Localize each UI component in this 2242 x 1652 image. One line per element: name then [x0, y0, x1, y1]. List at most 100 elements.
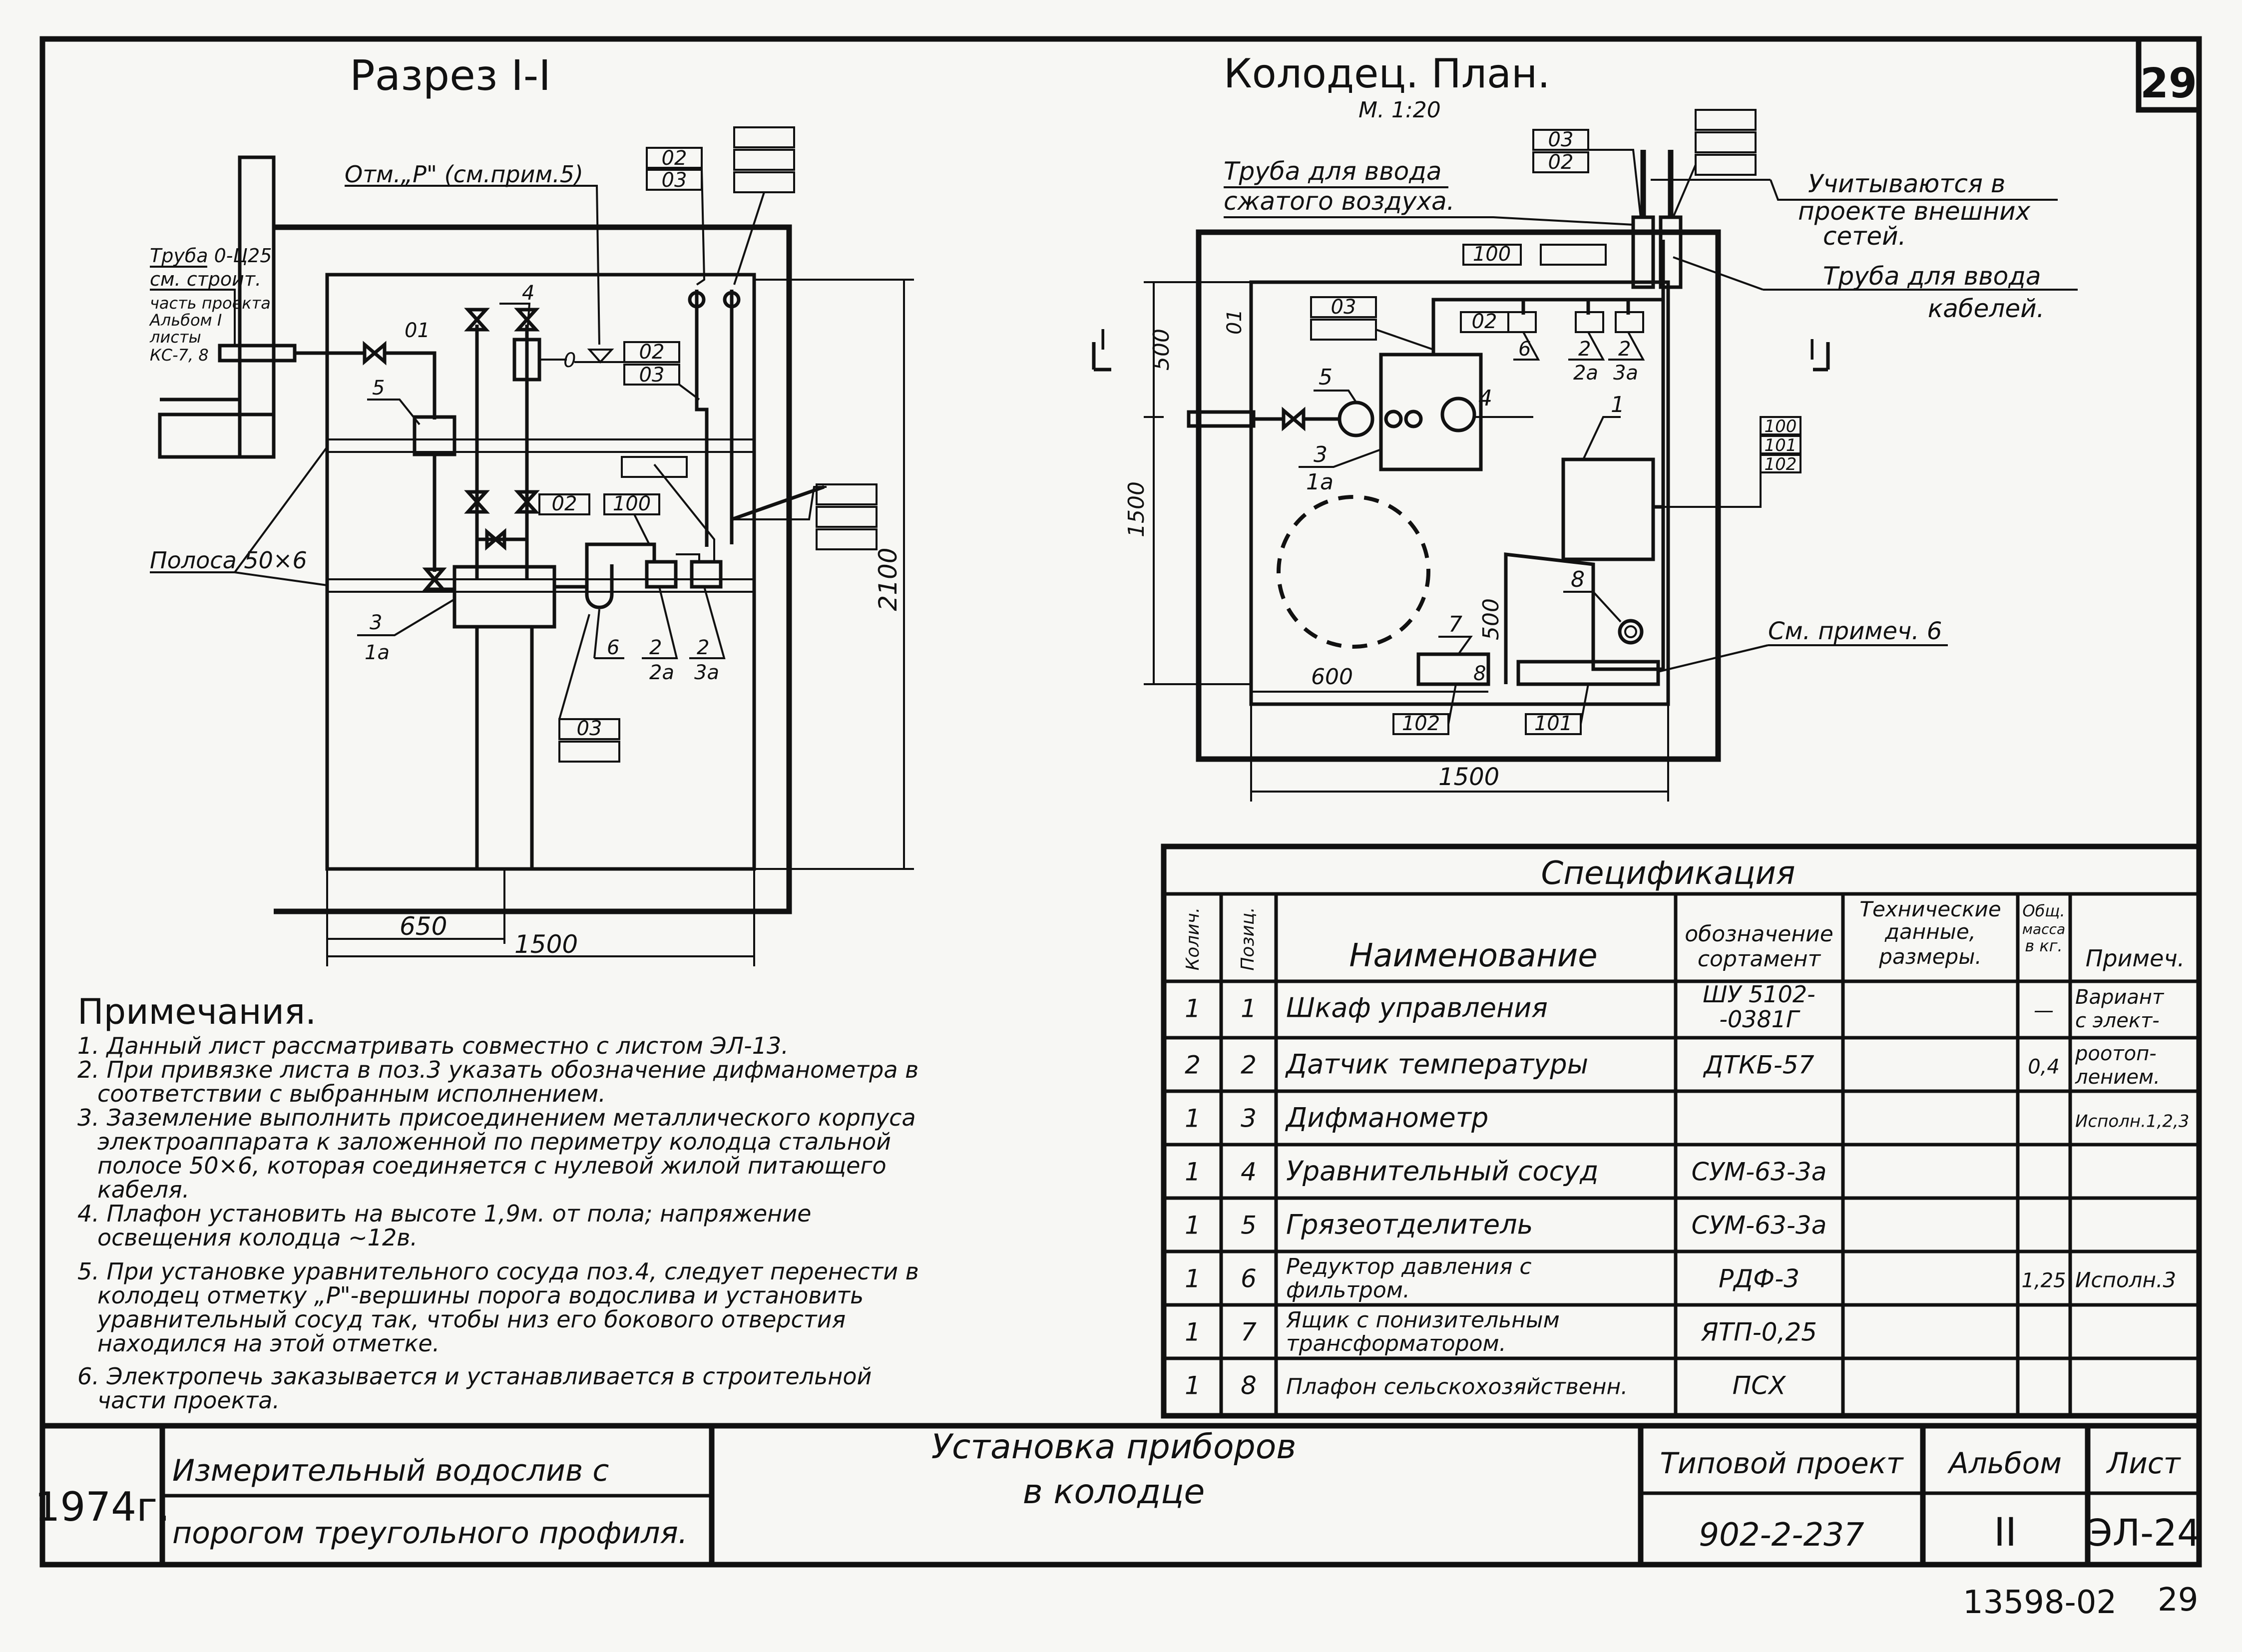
spec-remark: роотоп- [2075, 1042, 2157, 1065]
header-name: Наименование [1349, 937, 1597, 974]
spec-mass: 0,4 [2028, 1056, 2060, 1079]
cable-pipe-note-1: Труба для ввода [1823, 262, 2041, 291]
plan-dim-500-a: 500 [1149, 329, 1174, 371]
well-inner-outline [1249, 280, 1670, 706]
spec-remark: с элект- [2075, 1009, 2160, 1032]
pos-4: 4 [522, 282, 534, 305]
header-mass-1: Общ. [2022, 901, 2065, 920]
spec-name: Ящик с понизительным [1286, 1307, 1560, 1333]
spec-remark: Исполн.3 [2075, 1268, 2176, 1292]
plan-pos-7: 7 [1448, 612, 1462, 637]
mounting-rail-upper [327, 438, 754, 453]
pos-o1: 01 [405, 319, 430, 342]
spec-pos: 2 [1241, 1051, 1257, 1080]
spec-qty: 1 [1185, 1158, 1201, 1187]
year: 1974г. [34, 1484, 170, 1530]
header-mass-2: масса [2022, 921, 2065, 937]
plan-box-02-left [1460, 311, 1509, 333]
plan-sensor-2a [1575, 311, 1604, 333]
note-line-5: электроаппарата к заложенной по периметр… [97, 1128, 891, 1155]
pos-2a: 2а [649, 661, 674, 684]
spec-remark: лением. [2075, 1066, 2160, 1089]
plan-pos-2: 2 [1578, 338, 1591, 361]
spec-name: Плафон сельскохозяйственн. [1286, 1374, 1628, 1400]
well-outer-wall [274, 224, 792, 914]
note-line-4: 3. Заземление выполнить присоединением м… [77, 1104, 916, 1131]
plan-pos-4: 4 [1478, 386, 1492, 411]
note-line-12: уравнительный сосуд так, чтобы низ его б… [96, 1306, 846, 1333]
note-line-1: 1. Данный лист рассматривать совместно с… [77, 1032, 789, 1059]
plan-label-03: 03 [1548, 128, 1574, 151]
label-03-low: 03 [577, 717, 602, 740]
spec-qty: 1 [1185, 1318, 1201, 1347]
plan-dim-1500-v: 1500 [1124, 481, 1149, 537]
plan-sensor-3a [1615, 311, 1644, 333]
pipe-note-5: листы [149, 328, 201, 347]
spec-designation: СУМ-63-3а [1692, 1158, 1827, 1187]
mud-separator-5 [413, 415, 456, 456]
plan-dim-600: 600 [1311, 664, 1353, 690]
spec-designation: РДФ-3 [1719, 1264, 1799, 1293]
section-mark-right: I [1808, 334, 1816, 367]
pos-2-top: 2 [649, 636, 662, 659]
spec-name: Грязеотделитель [1286, 1209, 1533, 1240]
electric-heater [1516, 660, 1660, 686]
plan-pos-3: 3 [1314, 442, 1328, 467]
temperature-sensor-2a [645, 560, 678, 589]
spec-name: трансформатором. [1286, 1331, 1506, 1356]
section-title: Разрез I-I [350, 51, 551, 100]
spec-qty: 1 [1185, 1264, 1201, 1293]
spec-qty: 1 [1185, 994, 1201, 1023]
sheet-code: ЭЛ-24 [2087, 1512, 2201, 1555]
note-line-10: 5. При установке уравнительного сосуда п… [77, 1258, 919, 1285]
blank-box-right-1 [816, 483, 878, 505]
plan-pos-8-box: 8 [1473, 662, 1486, 685]
album-number: II [1994, 1510, 2017, 1555]
well-inner-wall [325, 273, 756, 871]
spec-qty: 2 [1185, 1051, 1201, 1080]
dim-2100: 2100 [874, 547, 902, 611]
inlet-valve-icon [363, 341, 387, 366]
note-line-6: полосе 50×6, которая соединяется с нулев… [97, 1152, 887, 1179]
spec-name: Дифманометр [1285, 1102, 1488, 1134]
blank-box-mid [621, 456, 688, 478]
header-tech-3: размеры. [1878, 944, 1981, 969]
spec-pos: 5 [1241, 1211, 1257, 1240]
control-cabinet-1 [1561, 457, 1655, 561]
title-block: 1974г. Измерительный водослив с порогом … [34, 1423, 2201, 1568]
air-pipe-note-2: сжатого воздуха. [1224, 187, 1455, 216]
plan-blank-left [1310, 319, 1377, 341]
plan-reducer-6 [1507, 311, 1537, 333]
drawing-title-2: в колодце [1023, 1472, 1205, 1512]
plan-pos-2a: 2а [1573, 362, 1598, 385]
label-03: 03 [662, 169, 687, 192]
spec-qty: 1 [1185, 1371, 1201, 1400]
note-line-9: освещения колодца ~12в. [97, 1224, 418, 1251]
plan-label-r101: 101 [1765, 435, 1797, 455]
plan-pos-o1: 01 [1223, 309, 1246, 335]
plan-label-101: 101 [1534, 712, 1572, 735]
spec-mass: 1,25 [2021, 1269, 2066, 1292]
spec-name: Уравнительный сосуд [1286, 1156, 1598, 1187]
spec-pos: 7 [1241, 1318, 1257, 1347]
box-02-pipe [538, 493, 590, 515]
dim-650: 650 [400, 912, 447, 941]
well-outer-outline [1196, 229, 1721, 762]
project-label: Типовой проект [1660, 1446, 1904, 1480]
plan-pos-1a: 1а [1306, 469, 1334, 495]
plan-mud-separator-5 [1338, 401, 1374, 437]
note-line-14: 6. Электропечь заказывается и устанавлив… [77, 1363, 872, 1390]
box-03-mid [623, 364, 680, 386]
pos-1a: 1а [365, 641, 390, 664]
pos-3: 3 [370, 611, 382, 634]
watertight-hatch-circle [1277, 495, 1430, 649]
pipe-note-3: часть проекта [150, 294, 271, 313]
plan-manometer-3 [1379, 353, 1483, 471]
label-02-mid: 02 [639, 341, 665, 364]
blank-box-low [558, 741, 620, 763]
spec-remark: Исполн.1,2,3 [2075, 1112, 2189, 1132]
plan-box-100 [1462, 244, 1522, 266]
pos-2-top-b: 2 [697, 636, 709, 659]
album-label: Альбом [1947, 1446, 2062, 1480]
